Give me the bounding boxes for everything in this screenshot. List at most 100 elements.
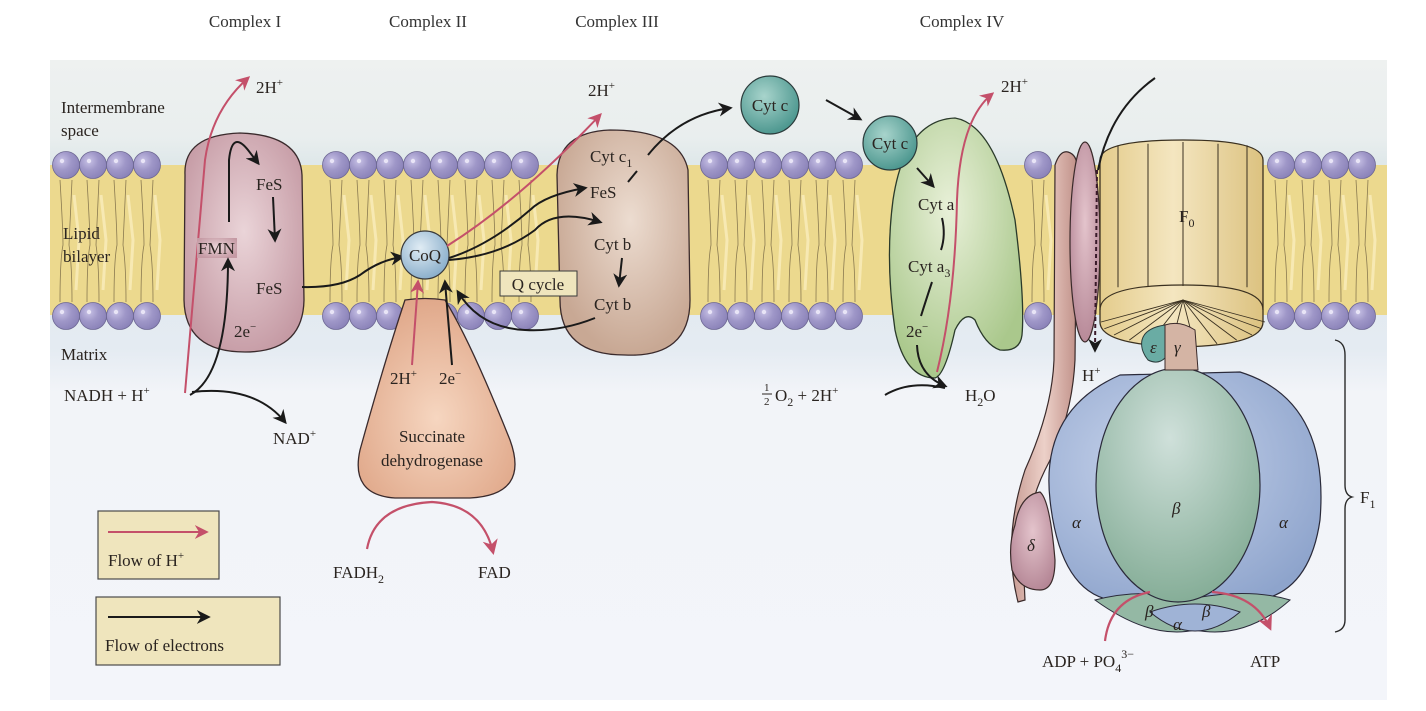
cytc-to-cyta-arrow (916, 167, 935, 189)
delta-label: δ (1027, 536, 1036, 555)
lipid-head (322, 302, 350, 330)
complex-4: Cyt c 2H+ Cyt a Cyt a3 2e− 1 2 O2 + 2H+ … (762, 76, 1028, 409)
lipid-head-highlight (788, 309, 794, 315)
lipid-head (322, 151, 350, 179)
lipid-tail-highlight (1341, 194, 1350, 291)
lipid-head (106, 302, 134, 330)
lipid-head-highlight (86, 309, 92, 315)
f0-base-segment (1182, 299, 1218, 345)
f0-label: F0 (1179, 207, 1194, 230)
f1-bracket (1334, 339, 1355, 633)
lipid-head-highlight (734, 158, 740, 164)
epsilon-label: ε (1150, 338, 1157, 357)
header-complex-2: Complex II (389, 12, 467, 31)
complex-1-fes-bottom: FeS (256, 279, 282, 298)
lipid-tail (383, 179, 397, 303)
lipid-tail-highlight (342, 194, 351, 291)
legend-proton-box (97, 510, 220, 580)
cyt-c-free-circle (740, 75, 800, 135)
oxygen-half-numerator: 1 (764, 382, 770, 394)
lipid-tail (59, 179, 73, 303)
lipid-head (781, 302, 809, 330)
lipid-head (1024, 151, 1052, 179)
fad-label: FAD (478, 563, 511, 582)
f0-ring (1099, 139, 1264, 348)
lipid-head-highlight (113, 158, 119, 164)
lipid-head (511, 302, 539, 330)
coq-circle (400, 230, 450, 280)
nad-label: NAD+ (273, 428, 316, 448)
lipid-tail-highlight (477, 194, 486, 291)
cyt-c1-label: Cyt c1 (590, 147, 632, 170)
f0-base-segment (1104, 299, 1184, 330)
lipid-head-highlight (761, 158, 767, 164)
complex-3-proton-label: 2H+ (588, 80, 615, 100)
lipid-head (1267, 151, 1295, 179)
lipid-tail (761, 179, 775, 303)
complex-4-proton-arrow (936, 92, 995, 373)
lipid-head (835, 302, 863, 330)
beta-bottom-left-label: β (1144, 602, 1154, 621)
lipid-tail-highlight (99, 194, 108, 291)
lipid-tail-highlight (747, 194, 756, 291)
lipid-head-highlight (1274, 158, 1280, 164)
lipid-head (727, 151, 755, 179)
legend: Flow of H+ Flow of electrons (95, 510, 281, 666)
lipid-head (1321, 151, 1349, 179)
lipid-tail (140, 179, 154, 303)
f0-base-segment (1182, 299, 1266, 323)
proton-entry-curve (1097, 77, 1156, 171)
complex-4-electrons-label: 2e− (906, 321, 928, 341)
coq-label: CoQ (409, 246, 441, 265)
lipid-head-highlight (356, 309, 362, 315)
succinate-dehydrogenase-protein (357, 297, 516, 499)
lipid-head (781, 151, 809, 179)
lipid-head (430, 151, 458, 179)
water-label: H2O (965, 386, 996, 409)
lipid-head (376, 151, 404, 179)
lipid-tail-highlight (1044, 194, 1053, 291)
lipid-head (1294, 151, 1322, 179)
f1-label: F1 (1360, 488, 1375, 511)
lipid-head (808, 302, 836, 330)
alpha-bottom-subunit (1149, 603, 1241, 632)
lipid-head (403, 151, 431, 179)
complex-4-proton-label: 2H+ (1001, 76, 1028, 96)
lipid-tail-highlight (720, 194, 729, 291)
cyta-to-cyta3-link (940, 217, 945, 251)
lipid-tail-highlight (828, 194, 837, 291)
fes-to-fes-arrow (267, 196, 282, 243)
complex-2: CoQ 2H+ 2e− Succinate dehydrogenase FADH… (333, 230, 516, 586)
cytc-to-complex-4-arrow (825, 99, 863, 121)
complex-3-proton-arrow (446, 112, 602, 247)
header-complex-1: Complex I (209, 12, 282, 31)
lipid-head-highlight (464, 309, 470, 315)
lipid-tail-highlight (855, 194, 864, 291)
lipid-head (700, 151, 728, 179)
cyt-c-free-label: Cyt c (752, 96, 789, 115)
complex-3-fes-label: FeS (590, 183, 616, 202)
beta-bottom-right-label: β (1201, 602, 1211, 621)
lipid-tail (842, 179, 856, 303)
complex-1-proton-label: 2H+ (256, 77, 283, 97)
alpha-left-label: α (1072, 513, 1082, 532)
lipid-head (754, 151, 782, 179)
lipid-head (1348, 302, 1376, 330)
proton-in-label: H+ (1082, 365, 1101, 385)
lipid-head-highlight (1274, 309, 1280, 315)
lipid-head (79, 151, 107, 179)
legend-electron-box (95, 596, 281, 666)
lipid-tail (1301, 179, 1315, 303)
nadh-label: NADH + H+ (64, 385, 150, 405)
adp-label: ADP + PO43− (1042, 647, 1134, 675)
label-space: space (61, 121, 99, 140)
lipid-head-highlight (86, 158, 92, 164)
lipid-tail-highlight (1287, 194, 1296, 291)
lipid-tail-highlight (126, 194, 135, 291)
lipid-head-highlight (356, 158, 362, 164)
nadh-to-fmn-arrow (189, 257, 235, 396)
coq-to-cytb-arrow (448, 211, 603, 261)
lipid-tail-highlight (1368, 194, 1377, 291)
lipid-head (52, 302, 80, 330)
